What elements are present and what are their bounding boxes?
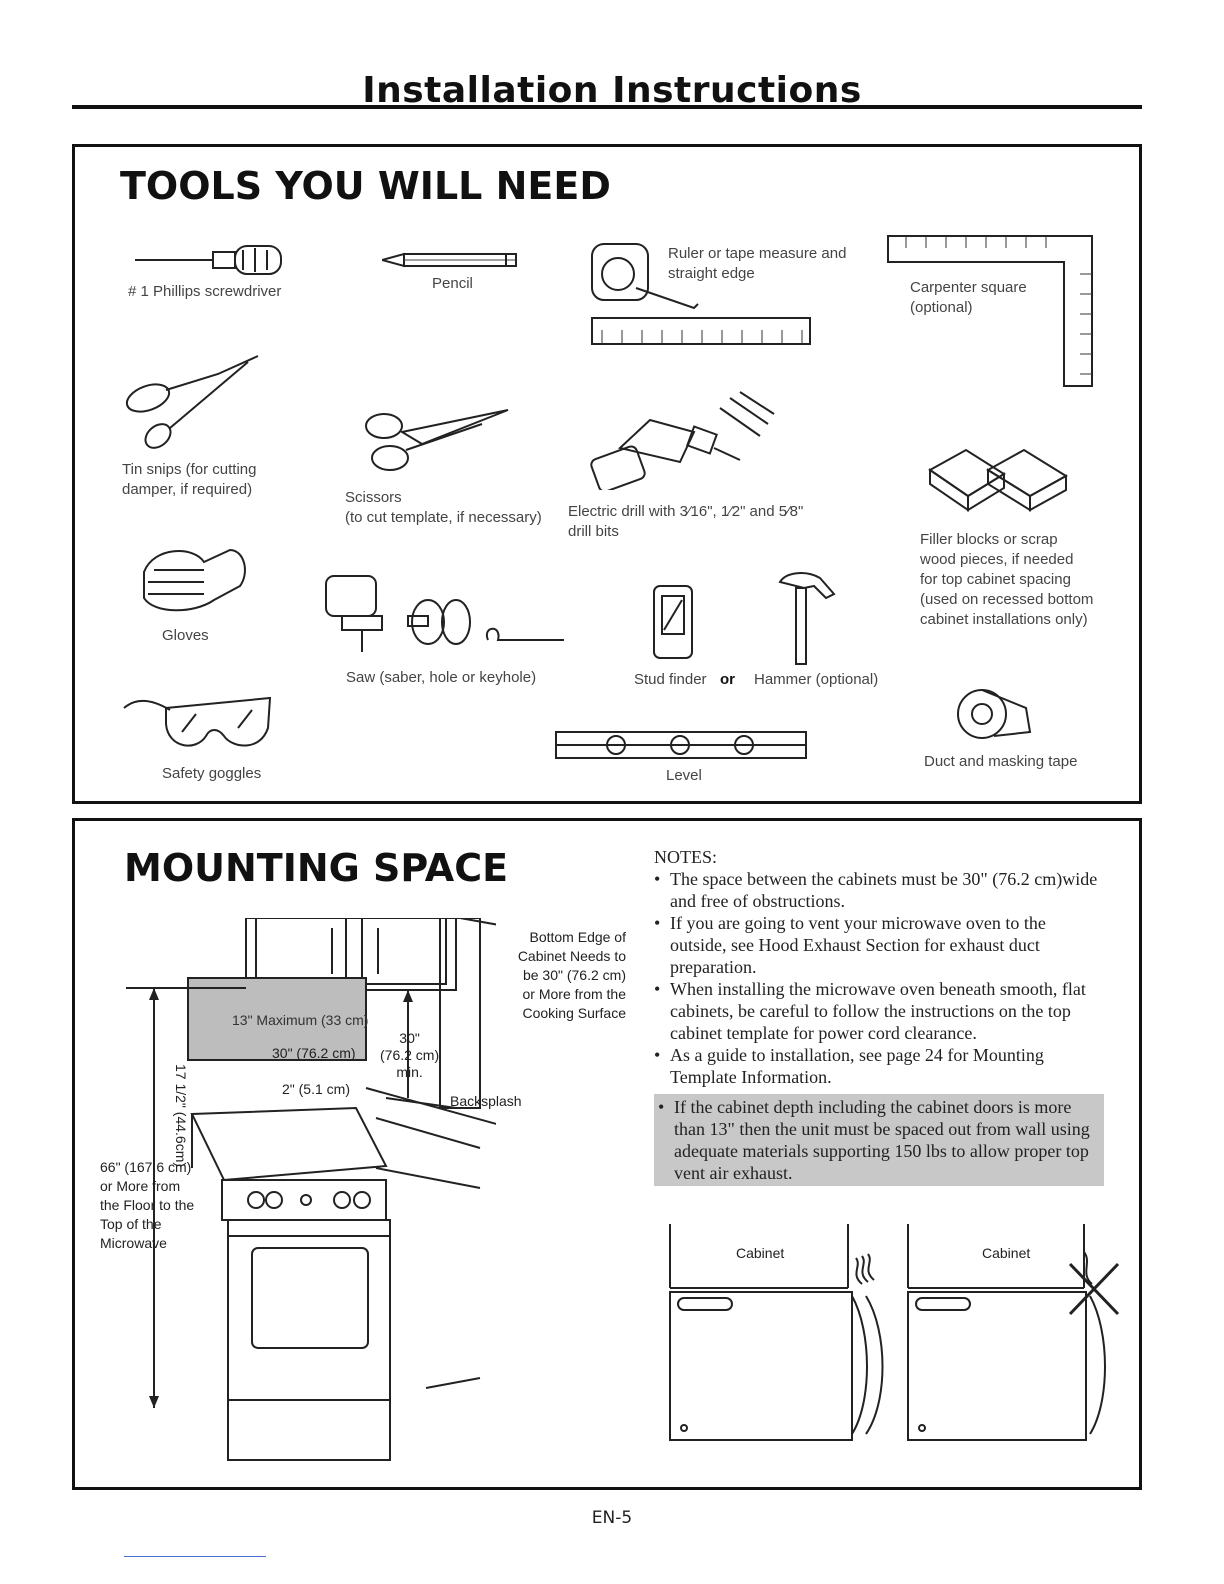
w30-label: 30" (76.2 cm): [272, 1045, 356, 1061]
cabinet-label-left: Cabinet: [736, 1245, 785, 1261]
goggles-icon: [123, 696, 272, 747]
scissors-icon: [365, 409, 509, 471]
scissors-label: Scissors(to cut template, if necessary): [345, 489, 542, 526]
tape-roll-icon: [957, 689, 1032, 739]
note-item: If you are going to vent your microwave …: [654, 912, 1104, 978]
tools-section: [72, 144, 1142, 804]
tools-title: TOOLS YOU WILL NEED: [120, 164, 611, 208]
v30-label: 30"(76.2 cm)min.: [380, 1030, 440, 1080]
cabinet-label-right: Cabinet: [982, 1245, 1031, 1261]
level-label: Level: [666, 767, 702, 784]
page-number: EN-5: [591, 1508, 633, 1528]
cabinet-diagram-left: [669, 1224, 884, 1441]
screwdriver-icon: [135, 245, 282, 275]
header-rule: [72, 105, 1142, 109]
note-highlight-box: If the cabinet depth including the cabin…: [654, 1094, 1104, 1186]
filler-blocks-icon: [928, 448, 1068, 512]
max13-label: 13" Maximum (33 cm): [232, 1012, 369, 1028]
saw-icon: [325, 575, 564, 652]
gloves-icon: [143, 548, 246, 612]
goggles-label: Safety goggles: [162, 765, 262, 782]
hammer-icon: [778, 572, 836, 665]
drill-label: Electric drill with 3⁄16", 1⁄2" and 5⁄8"…: [568, 503, 804, 540]
carpenter-square-label: Carpenter square(optional): [910, 279, 1027, 316]
stud-finder-label: Stud finder: [634, 671, 707, 688]
level-icon: [555, 731, 807, 759]
hammer-label: Hammer (optional): [754, 671, 879, 688]
page-title: Installation Instructions: [362, 70, 862, 111]
tape-measure-icon: [591, 243, 811, 345]
mounting-title: MOUNTING SPACE: [124, 846, 509, 890]
note-item: When installing the microwave oven benea…: [654, 978, 1104, 1044]
cabinet-diagram-right: [907, 1224, 1120, 1441]
drill-icon: [590, 391, 775, 490]
h17-label: 17 1/2" (44.6cm): [173, 1064, 189, 1168]
pencil-label: Pencil: [432, 275, 473, 292]
mounting-section: [72, 818, 1142, 1490]
pencil-icon: [382, 252, 517, 268]
stud-finder-icon: [653, 585, 693, 659]
note-highlight: If the cabinet depth including the cabin…: [658, 1096, 1100, 1184]
notes-title: NOTES:: [654, 847, 717, 867]
carpenter-square-icon: [887, 235, 1093, 387]
footer-rule: [124, 1556, 266, 1557]
saw-label: Saw (saber, hole or keyhole): [346, 669, 537, 686]
kitchen-illustration: [126, 918, 496, 1461]
gloves-label: Gloves: [162, 627, 209, 644]
or-label: or: [720, 671, 735, 688]
tin-snips-icon: [125, 355, 259, 449]
tape-roll-label: Duct and masking tape: [924, 753, 1078, 770]
note-item: The space between the cabinets must be 3…: [654, 868, 1104, 912]
screwdriver-label: # 1 Phillips screwdriver: [128, 283, 282, 300]
note-item: As a guide to installation, see page 24 …: [654, 1044, 1104, 1088]
notes-block: NOTES: The space between the cabinets mu…: [654, 846, 1104, 1186]
backsplash-label: Backsplash: [450, 1093, 522, 1109]
d2-label: 2" (5.1 cm): [282, 1081, 350, 1097]
